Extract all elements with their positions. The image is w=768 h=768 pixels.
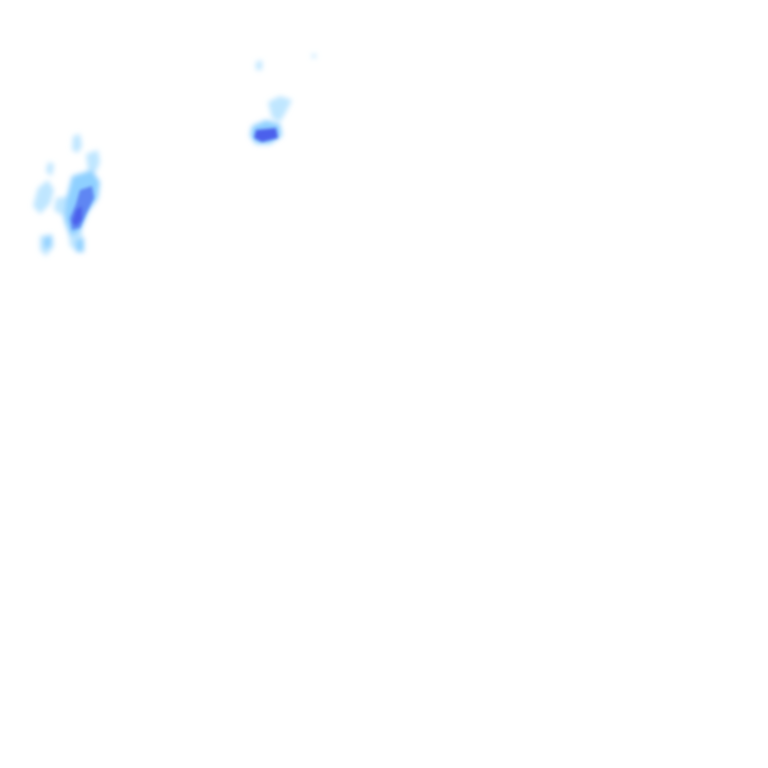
precip-core-west bbox=[70, 186, 94, 230]
precip-core-north bbox=[254, 128, 278, 142]
